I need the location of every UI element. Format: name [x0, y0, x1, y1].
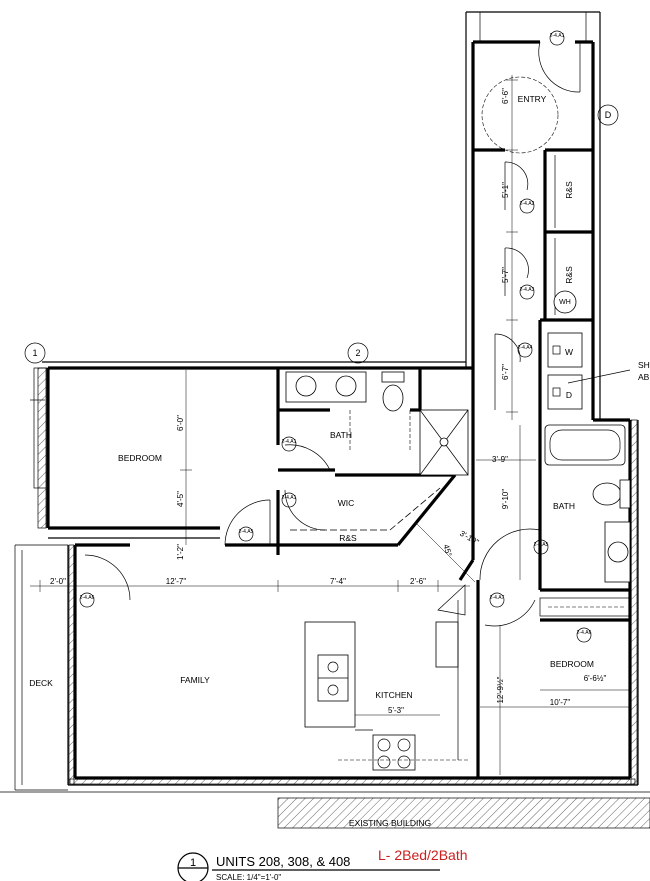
dim-bedroom2-length: 10'-7" [550, 698, 571, 707]
dim-angle: 45° [442, 543, 454, 557]
washer-label: W [565, 347, 573, 357]
door-tag-a2: 2-4.A2 [520, 201, 535, 207]
room-label-bath-main: BATH [330, 430, 352, 440]
dim-kitchen-width: 7'-4" [330, 577, 346, 586]
note-text-line1: SH [638, 360, 650, 370]
door-tag-bath2: 2-4.A5 [534, 542, 549, 548]
grid-bubble-2: 2 [355, 348, 360, 358]
dim-bedroom2-width: 6'-6½" [584, 674, 607, 683]
door-tag-wic: 2-4.A1 [282, 495, 297, 501]
room-label-kitchen: KITCHEN [375, 690, 412, 700]
title-scale: SCALE: 1/4"=1'-0" [216, 873, 281, 881]
door-tag-family: 2-4.A6 [80, 595, 95, 601]
fixture-labels: R&S R&S R&S W D WH SH AB [339, 181, 650, 543]
room-label-bedroom-second: BEDROOM [550, 659, 594, 669]
title-text: UNITS 208, 308, & 408 [216, 854, 350, 869]
dim-hall-run: 2'-6" [410, 577, 426, 586]
dim-angled: 3'-10" [458, 529, 480, 547]
dim-closet-1: 5'-1" [501, 182, 510, 198]
fixtures [285, 371, 631, 771]
closet-label-rs-upper: R&S [564, 181, 574, 199]
door-tag-a3: 2-4.A3 [520, 287, 535, 293]
closet-label-rs-wic: R&S [339, 533, 357, 543]
dim-laundry: 6'-7" [501, 364, 510, 380]
grid-bubble-1: 1 [32, 348, 37, 358]
dryer-label: D [566, 390, 572, 400]
door-tag-hall2: 2-4.A7 [490, 595, 505, 601]
room-label-bath-second: BATH [553, 501, 575, 511]
room-label-deck: DECK [29, 678, 53, 688]
dim-family-width: 12'-7" [166, 577, 187, 586]
dim-entry: 6'-6" [501, 88, 510, 104]
room-label-existing-building: EXISTING BUILDING [349, 818, 431, 828]
door-tags: 2-4.A1 2-4.A2 2-4.A3 2-4.A4 2-4.A1 2-4.A… [80, 30, 592, 643]
dim-closet-2: 5'-7" [501, 267, 510, 283]
room-labels: ENTRY BEDROOM BATH WIC BATH BEDROOM FAMI… [29, 94, 594, 828]
room-label-family: FAMILY [180, 675, 210, 685]
room-label-entry: ENTRY [518, 94, 547, 104]
door-tag-bedroom2: 2-4.A6 [577, 630, 592, 636]
site-context [0, 367, 650, 829]
dim-bath-depth: 9'-10" [501, 489, 510, 510]
grid-bubble-d: D [605, 110, 612, 120]
dim-kitchen-island: 5'-3" [388, 706, 404, 715]
note-text-line2: AB [638, 372, 650, 382]
dim-bedroom-depth-lower: 4'-5" [176, 491, 185, 507]
closet-label-rs-lower: R&S [564, 266, 574, 284]
dim-bedroom2-depth: 12'-9½" [496, 676, 505, 703]
dim-bedroom-depth-upper: 6'-0" [176, 415, 185, 431]
title-block: 1 UNITS 208, 308, & 408 SCALE: 1/4"=1'-0… [177, 847, 468, 881]
room-label-wic: WIC [338, 498, 355, 508]
dim-deck-width: 2'-0" [50, 577, 66, 586]
room-label-bedroom-main: BEDROOM [118, 453, 162, 463]
water-heater-label: WH [559, 299, 571, 306]
dimension-lines [30, 370, 630, 775]
entry-wing [465, 11, 631, 420]
dim-hall-width: 3'-9" [492, 455, 508, 464]
door-tag-bath: 2-4.A1 [282, 439, 297, 445]
unit-type-label: L- 2Bed/2Bath [378, 847, 468, 863]
title-number: 1 [190, 857, 196, 869]
dimension-text: 6'-6" 5'-1" 5'-7" 6'-7" 6'-0" 4'-5" 1'-2… [50, 88, 606, 715]
dim-bedroom-offset: 1'-2" [176, 544, 185, 560]
door-tag-bedroom: 2-4.A5 [239, 529, 254, 535]
door-tag-a4: 2-4.A4 [518, 345, 533, 351]
grid-bubbles: 1 2 D [24, 104, 619, 364]
door-tag-top: 2-4.A1 [550, 33, 565, 39]
